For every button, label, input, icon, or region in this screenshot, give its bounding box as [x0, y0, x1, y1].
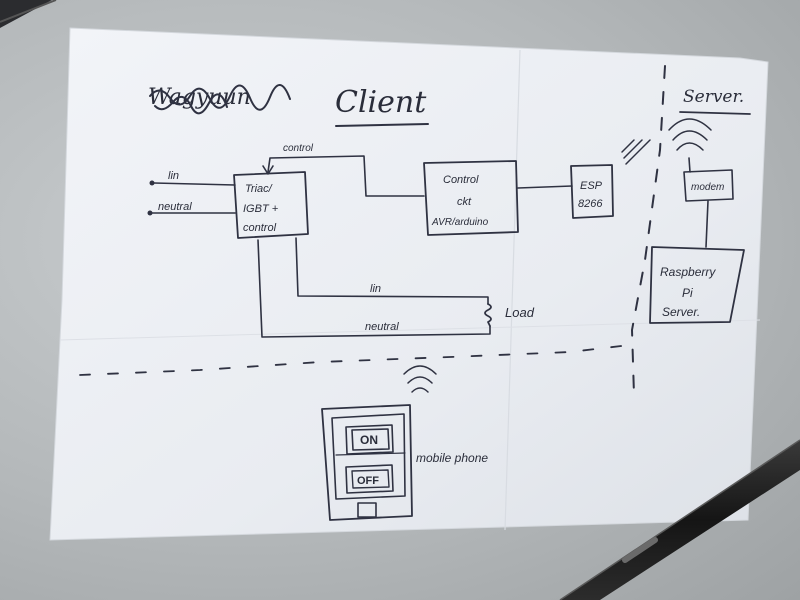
modem-rpi-wire	[705, 200, 709, 248]
load-neutral-label: neutral	[365, 321, 399, 333]
triac-line3: control	[243, 222, 277, 234]
paper-fold-horizontal	[59, 319, 761, 341]
rpi-line2: Pi	[682, 286, 693, 300]
modem-block: modem	[683, 157, 734, 202]
control-ckt-line1: Control	[443, 174, 479, 186]
esp-wifi-icon	[621, 139, 651, 165]
rpi-line1: Raspberry	[660, 265, 716, 279]
client-title-underline	[335, 123, 429, 127]
rpi-line3: Server.	[662, 305, 700, 319]
esp-block: ESP 8266	[570, 164, 614, 219]
client-title: Client	[335, 85, 427, 120]
control-wire-label: control	[283, 143, 314, 154]
load-label: Load	[505, 305, 535, 320]
line-input-terminal	[149, 180, 155, 186]
scribbled-heading: Wagyuun	[148, 84, 291, 115]
server-title-underline	[679, 111, 751, 115]
phone-caption: mobile phone	[416, 451, 488, 465]
phone-off-box-inner	[351, 469, 390, 489]
mobile-phone	[321, 404, 413, 521]
pen	[559, 439, 800, 600]
line-input-label: lin	[168, 170, 179, 182]
modem-label: modem	[691, 182, 724, 193]
triac-block: Triac/ IGBT + control	[233, 171, 309, 239]
phone-on-button: ON	[360, 433, 378, 447]
phone-wifi-icon	[403, 365, 437, 393]
paper-fold-vertical	[504, 49, 521, 531]
server-title: Server.	[683, 87, 744, 107]
neutral-input-label: neutral	[158, 201, 192, 213]
control-ckt-line2: ckt	[457, 196, 472, 208]
load-neutral-wire	[257, 239, 491, 338]
control-ckt-line3: AVR/arduino	[431, 217, 489, 228]
phone-off-box-outer	[345, 464, 394, 494]
control-arrowhead	[262, 165, 274, 175]
load-line-label: lin	[370, 283, 381, 295]
control-esp-wire	[517, 185, 573, 189]
load-symbol	[484, 303, 492, 327]
paper-sheet	[49, 27, 769, 541]
modem-wifi-icon	[668, 118, 712, 151]
triac-line1: Triac/	[245, 183, 273, 195]
raspberry-pi-server-block: Raspberry Pi Server.	[649, 246, 745, 324]
control-ckt-block: Control ckt AVR/arduino	[423, 160, 519, 236]
dark-object-edge	[0, 0, 57, 23]
neutral-input-terminal	[147, 210, 153, 216]
line-input-wire	[153, 182, 236, 186]
esp-line1: ESP	[580, 180, 603, 192]
phone-off-button: OFF	[357, 475, 379, 487]
control-signal-wire	[267, 155, 425, 197]
load-line-wire	[295, 237, 489, 305]
esp-line2: 8266	[578, 198, 603, 210]
triac-line2: IGBT +	[243, 203, 279, 215]
server-divider-dashed	[631, 65, 666, 396]
